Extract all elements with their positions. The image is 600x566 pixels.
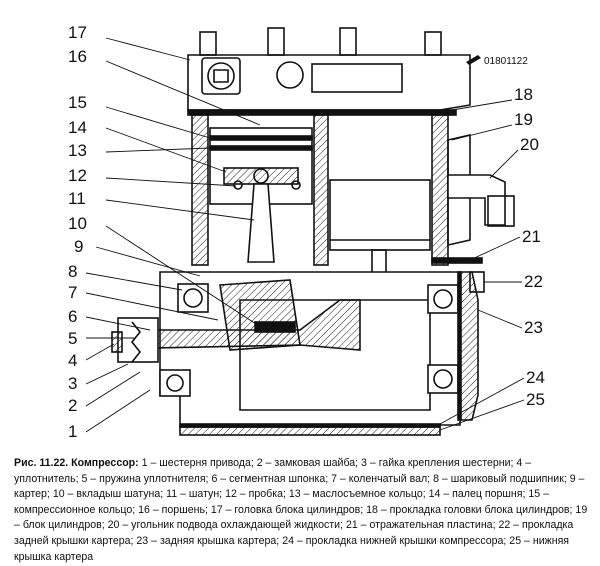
compressor-diagram: 17 16 15 14 13 12 11 10 9 8 7 6 5 4 3 2 … <box>68 23 545 441</box>
rear-cover-gasket <box>457 271 462 421</box>
leader-25 <box>439 399 525 431</box>
callout-1: 1 <box>68 422 77 441</box>
callout-25: 25 <box>526 390 545 409</box>
leader-13 <box>105 147 211 153</box>
reflector-plate <box>431 257 483 264</box>
head-bolt <box>199 31 217 56</box>
bearing-ball <box>183 288 203 308</box>
leader-19 <box>451 124 513 141</box>
callout-14: 14 <box>68 118 87 137</box>
gear-nut <box>111 331 123 353</box>
leader-11 <box>105 199 255 221</box>
cylinder-head <box>187 54 471 111</box>
rod-bearing <box>254 321 296 333</box>
head-bolt <box>267 27 285 56</box>
coolant-elbow <box>447 174 506 226</box>
leader-23 <box>477 309 523 329</box>
leader-3 <box>85 363 129 385</box>
block-wall-right <box>431 114 449 266</box>
callout-10: 10 <box>68 214 87 233</box>
leader-16 <box>105 60 261 126</box>
head-cavity <box>311 63 403 93</box>
callout-15: 15 <box>68 93 87 112</box>
callout-19: 19 <box>514 110 533 129</box>
callout-4: 4 <box>68 351 77 370</box>
callout-23: 23 <box>524 318 543 337</box>
callout-6: 6 <box>68 307 77 326</box>
figure-code-text: 01801122 <box>484 56 528 67</box>
leader-4 <box>85 343 115 361</box>
leader-7 <box>85 292 219 321</box>
head-valve <box>276 61 304 89</box>
callout-18: 18 <box>514 85 533 104</box>
leader-6 <box>85 316 151 331</box>
drawing <box>111 27 515 436</box>
elbow-nut <box>487 195 515 227</box>
rear-cover <box>459 271 479 421</box>
leader-1 <box>85 389 151 433</box>
front-bearing-lower <box>159 369 191 397</box>
pen-icon <box>466 55 481 65</box>
crank-web <box>219 279 301 351</box>
bearing-ball <box>166 374 184 392</box>
figure-caption: Рис. 11.22. Компрессор: 1 – шестерня при… <box>14 456 588 565</box>
head-bolt <box>424 31 442 56</box>
callout-12: 12 <box>68 166 87 185</box>
plug <box>233 180 243 190</box>
block-wall-mid <box>313 114 329 266</box>
block-wall-left <box>191 114 209 266</box>
callout-7: 7 <box>68 283 77 302</box>
callout-2: 2 <box>68 396 77 415</box>
crankshaft <box>149 299 361 351</box>
callout-17: 17 <box>68 23 87 42</box>
callout-24: 24 <box>526 368 545 387</box>
oil-ring <box>209 145 313 151</box>
bearing-ball <box>433 369 453 389</box>
plug <box>291 180 301 190</box>
caption-lead: Рис. 11.22. Компрессор: <box>14 457 139 469</box>
seal-spring <box>130 321 142 363</box>
callout-11: 11 <box>68 189 86 208</box>
block-boss <box>447 133 471 247</box>
leader-17 <box>105 37 191 61</box>
head-bolt <box>339 27 357 56</box>
leader-2 <box>85 371 141 407</box>
caption-text: 1 – шестерня привода; 2 – замковая шайба… <box>14 457 588 563</box>
callout-numbers: 17 16 15 14 13 12 11 10 9 8 7 6 5 4 3 2 … <box>68 23 545 441</box>
leader-lines <box>85 37 525 433</box>
leader-20 <box>489 149 519 179</box>
leader-10 <box>105 225 257 325</box>
callout-5: 5 <box>68 329 77 348</box>
compression-ring <box>209 135 313 141</box>
callout-22: 22 <box>524 272 543 291</box>
leader-21 <box>469 236 521 261</box>
leader-15 <box>105 106 211 139</box>
callout-16: 16 <box>68 47 87 66</box>
bearing-ball <box>433 289 453 309</box>
leader-9 <box>95 246 201 277</box>
connecting-rod <box>247 183 275 263</box>
head-port <box>201 57 241 95</box>
bottom-cover <box>179 426 441 436</box>
figure-code: 01801122 <box>466 55 528 67</box>
leader-18 <box>439 99 513 113</box>
leader-8 <box>85 272 183 291</box>
callout-3: 3 <box>68 374 77 393</box>
head-port-hex <box>213 69 229 83</box>
callout-9: 9 <box>74 237 83 256</box>
leader-12 <box>105 177 237 187</box>
callout-13: 13 <box>68 141 87 160</box>
right-piston <box>329 179 431 251</box>
leader-24 <box>439 377 525 425</box>
crankcase-inner <box>239 299 431 411</box>
head-port-ring <box>207 62 235 90</box>
callout-20: 20 <box>520 135 539 154</box>
callout-21: 21 <box>522 227 541 246</box>
pin-center <box>253 168 269 184</box>
callout-8: 8 <box>68 262 77 281</box>
